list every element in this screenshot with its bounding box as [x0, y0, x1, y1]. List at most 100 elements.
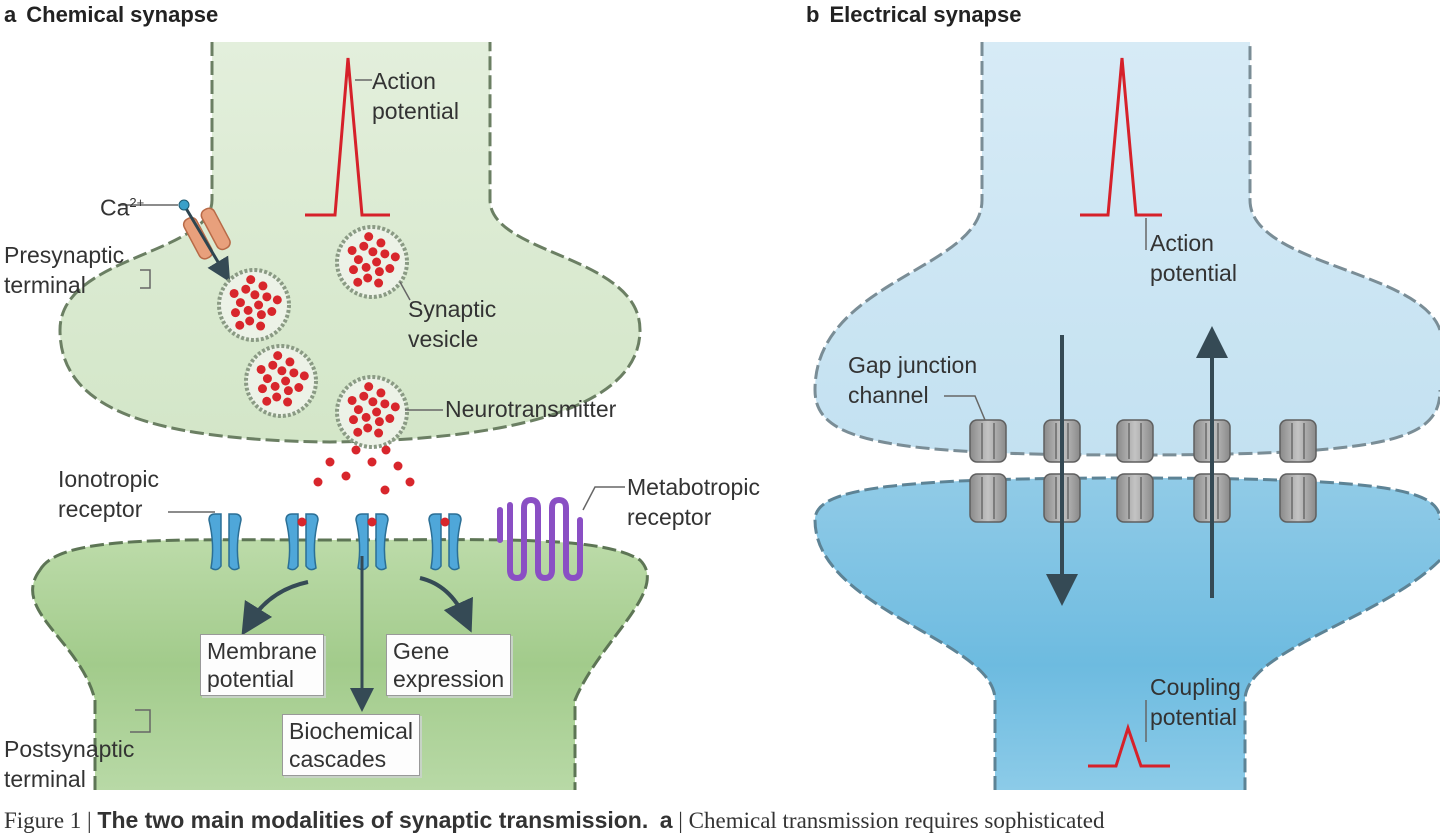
neurotransmitter-dot: [268, 360, 278, 370]
ionotropic-receptor: [285, 513, 319, 571]
gap-junction-channel: [1279, 419, 1317, 523]
electrical-pre-membrane: [813, 42, 1440, 457]
neurotransmitter-dot: [367, 457, 377, 467]
neurotransmitter-dot: [243, 305, 253, 315]
panel-a-title: a Chemical synapse: [4, 2, 218, 28]
calcium-ion: [178, 199, 190, 211]
figure-caption: Figure 1 | The two main modalities of sy…: [4, 807, 1104, 834]
neurotransmitter-dot: [241, 284, 251, 294]
leader-lines-b: [944, 218, 1147, 742]
neurotransmitter-dot: [258, 281, 268, 291]
gap-junction-channel: [969, 419, 1007, 523]
label-presynaptic-terminal: Presynaptic terminal: [4, 242, 125, 298]
ionotropic-receptors: [208, 513, 462, 571]
neurotransmitter-dot: [273, 351, 283, 361]
neurotransmitter-dot: [270, 381, 280, 391]
box-gene-expression: Gene expression: [386, 634, 512, 696]
action-potential-spike-a: [305, 57, 390, 217]
neurotransmitter-dot: [272, 295, 282, 305]
neurotransmitter-dot: [262, 396, 272, 406]
neurotransmitter-dot: [285, 357, 295, 367]
neurotransmitter-dot: [353, 405, 363, 415]
arrow-to-membrane-potential: [241, 580, 309, 636]
neurotransmitter-dot: [299, 371, 309, 381]
ionotropic-receptor: [208, 513, 242, 571]
neurotransmitter-dot: [235, 298, 245, 308]
neurotransmitter-dot: [256, 364, 266, 374]
neurotransmitter-dot: [283, 397, 293, 407]
neurotransmitter-dot: [393, 461, 403, 471]
neurotransmitter-dot: [390, 402, 400, 412]
neurotransmitter-dot: [348, 265, 358, 275]
neurotransmitter-dot: [363, 273, 373, 283]
neurotransmitter-dot: [374, 267, 384, 277]
neurotransmitter-dot: [385, 264, 395, 274]
neurotransmitter-dot: [376, 238, 386, 248]
vesicle: [244, 344, 318, 418]
metabotropic-receptor: [497, 496, 583, 582]
neurotransmitter-dot: [254, 300, 264, 310]
neurotransmitter-dot: [262, 374, 272, 384]
neurotransmitter-dot: [368, 247, 378, 257]
released-neurotransmitter: [313, 445, 415, 495]
vesicle: [335, 375, 409, 449]
neurotransmitter-dot: [341, 471, 351, 481]
neurotransmitter-dot: [405, 477, 415, 487]
panel-a-letter: a: [4, 2, 17, 27]
neurotransmitter-dot: [325, 457, 335, 467]
neurotransmitter-dot: [381, 445, 391, 455]
neurotransmitter-dot: [347, 395, 357, 405]
neurotransmitter-dot: [372, 407, 382, 417]
action-potential-spike-b: [1080, 57, 1162, 217]
neurotransmitter-dot: [374, 417, 384, 427]
neurotransmitter-dot: [353, 277, 363, 287]
label-action-potential-a: Action potential: [372, 68, 459, 124]
neurotransmitter-dot: [281, 376, 291, 386]
coupling-potential-spike: [1088, 723, 1170, 768]
neurotransmitter-dot: [353, 427, 363, 437]
caption-letter: a: [659, 807, 673, 833]
label-coupling-potential: Coupling potential: [1150, 674, 1241, 730]
neurotransmitter-dot: [289, 368, 299, 378]
neurotransmitter-dot: [262, 292, 272, 302]
neurotransmitter-dot: [272, 392, 282, 402]
neurotransmitter-dot: [372, 257, 382, 267]
neurotransmitter-dot: [374, 278, 384, 288]
neurotransmitter-dot: [374, 428, 384, 438]
neurotransmitter-dot: [368, 397, 378, 407]
caption-title: The two main modalities of synaptic tran…: [97, 807, 649, 833]
neurotransmitter-dot: [230, 308, 240, 318]
electrical-post-terminal: [815, 478, 1440, 790]
neurotransmitter-dot: [380, 399, 390, 409]
neurotransmitter-dot: [361, 412, 371, 422]
neurotransmitter-dot: [235, 320, 245, 330]
arrow-to-gene-expression: [419, 576, 473, 633]
box-biochemical-cascades: Biochemical cascades: [282, 714, 420, 776]
panel-a-title-text: Chemical synapse: [26, 2, 219, 27]
box-membrane-potential: Membrane potential: [200, 634, 324, 696]
bound-neurotransmitter: [367, 517, 377, 527]
neurotransmitter-dot: [294, 383, 304, 393]
neurotransmitter-dot: [267, 307, 277, 317]
neurotransmitter-dot: [390, 252, 400, 262]
neurotransmitter-dot: [256, 321, 266, 331]
neurotransmitter-dot: [359, 241, 369, 251]
ionotropic-receptor: [428, 513, 462, 571]
vesicle: [217, 268, 291, 342]
neurotransmitter-dot: [361, 262, 371, 272]
neurotransmitter-dot: [380, 249, 390, 259]
neurotransmitter-dot: [229, 288, 239, 298]
label-postsynaptic-terminal: Postsynaptic terminal: [4, 736, 135, 792]
neurotransmitter-dot: [347, 245, 357, 255]
label-action-potential-b: Action potential: [1150, 230, 1237, 286]
neurotransmitter-dot: [257, 384, 267, 394]
neurotransmitter-dot: [246, 275, 256, 285]
neurotransmitter-dot: [385, 414, 395, 424]
calcium-channel: [182, 207, 231, 260]
neurotransmitter-dot: [364, 382, 374, 392]
caption-prefix: Figure 1 |: [4, 808, 98, 833]
neurotransmitter-dot: [277, 366, 287, 376]
postsynaptic-terminal: [32, 539, 648, 790]
